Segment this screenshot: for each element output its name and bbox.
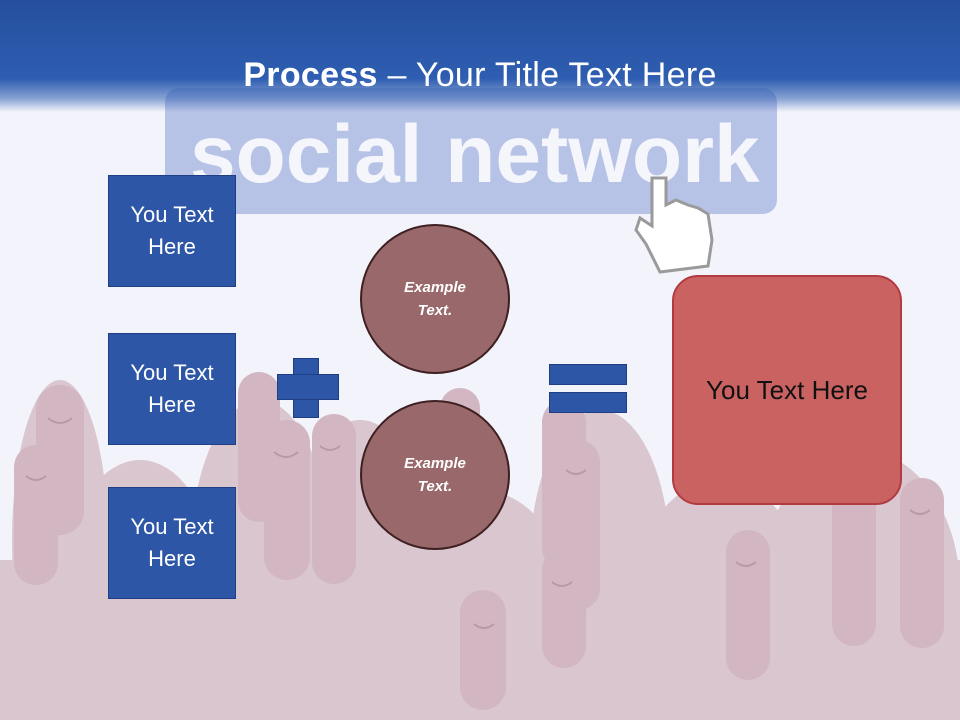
result-box-label: You Text Here — [706, 374, 868, 405]
equals-bottom-bar — [549, 392, 627, 413]
text-box-1[interactable]: You Text Here — [108, 175, 236, 287]
result-box[interactable]: You Text Here — [672, 275, 902, 505]
example-circle-1[interactable]: Example Text. — [360, 224, 510, 374]
example-circle-2[interactable]: Example Text. — [360, 400, 510, 550]
title-rest: – Your Title Text Here — [377, 56, 717, 94]
text-box-3[interactable]: You Text Here — [108, 487, 236, 599]
example-circle-2-label: Example Text. — [404, 455, 466, 495]
text-box-2[interactable]: You Text Here — [108, 333, 236, 445]
banner-rect — [165, 88, 777, 214]
text-box-1-label: You Text Here — [130, 202, 214, 259]
fingers — [14, 372, 944, 710]
banner-text: social network — [190, 109, 760, 200]
hand-cursor-icon — [634, 176, 714, 274]
text-box-3-label: You Text Here — [130, 514, 214, 571]
text-box-2-label: You Text Here — [130, 360, 214, 417]
finger-smileys — [25, 417, 931, 629]
plus-center — [294, 375, 318, 399]
title-bold: Process — [243, 56, 378, 94]
slide-title: Process – Your Title Text Here — [0, 53, 960, 97]
title-header — [0, 0, 960, 112]
example-circle-1-label: Example Text. — [404, 279, 466, 319]
equals-top-bar — [549, 364, 627, 385]
